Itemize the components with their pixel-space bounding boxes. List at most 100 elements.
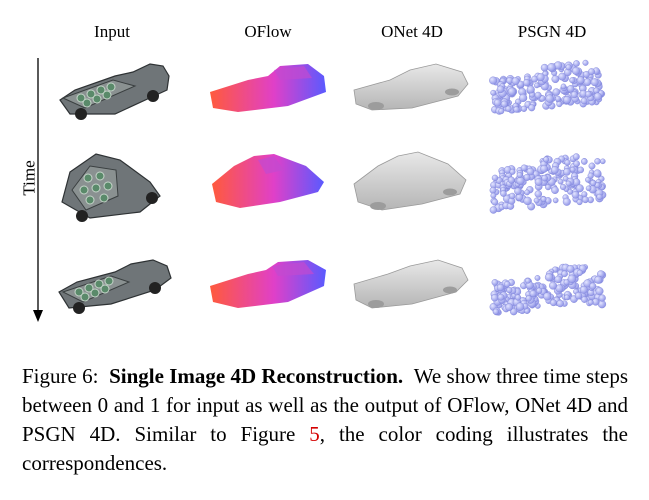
psgn-point: [583, 78, 592, 87]
psgn-point: [589, 282, 597, 290]
psgn-point: [560, 83, 567, 90]
psgn-point: [491, 174, 499, 182]
psgn-point: [562, 197, 571, 206]
psgn-point: [523, 196, 532, 206]
psgn-point: [492, 308, 500, 315]
input-car-row2: [61, 153, 161, 222]
psgn-point: [549, 281, 558, 290]
psgn-point: [491, 279, 499, 286]
onet4d-car-row3: [353, 259, 469, 309]
psgn-point: [498, 108, 505, 115]
column-header-input: Input: [94, 22, 130, 41]
psgn-point: [595, 287, 604, 296]
psgn-point: [571, 66, 580, 75]
psgn-point: [491, 294, 499, 302]
psgn-point: [528, 104, 536, 112]
psgn-point: [490, 192, 497, 199]
psgn-point: [526, 85, 535, 94]
psgn-point: [567, 188, 573, 195]
psgn-point: [497, 293, 505, 301]
psgn-point: [536, 287, 543, 294]
psgn-point: [489, 186, 497, 194]
psgn-point: [587, 299, 594, 306]
oflow-car-row1: [210, 64, 326, 112]
psgn-point: [551, 75, 560, 84]
psgn-point: [489, 76, 498, 85]
psgn-point: [543, 292, 552, 301]
psgn-point: [564, 159, 571, 166]
psgn-point: [569, 77, 576, 84]
psgn-point: [520, 164, 528, 172]
psgn-point: [506, 287, 513, 294]
psgn-point: [577, 166, 585, 174]
psgn4d-points-row1: [489, 59, 606, 115]
psgn-point: [543, 156, 550, 163]
psgn-point: [534, 91, 542, 99]
psgn-point: [547, 63, 556, 72]
psgn-point: [518, 93, 528, 103]
onet4d-car-row1: [353, 63, 469, 111]
input-car-row3: [58, 259, 172, 314]
psgn-point: [551, 186, 559, 194]
psgn-point: [505, 105, 512, 113]
psgn-point: [565, 180, 572, 187]
psgn-point: [515, 302, 525, 311]
psgn-point: [590, 78, 599, 87]
psgn-point: [534, 190, 542, 198]
psgn-point: [507, 176, 515, 184]
psgn-point: [513, 106, 520, 113]
psgn-point: [593, 92, 602, 101]
figure-caption: Figure 6: Single Image 4D Reconstruction…: [22, 362, 628, 478]
psgn-point: [507, 87, 517, 96]
psgn-point: [587, 172, 594, 179]
psgn-point: [561, 270, 568, 278]
figure-ref-link[interactable]: 5: [309, 422, 320, 446]
psgn-point: [500, 100, 508, 108]
figure-graphics: [33, 58, 607, 322]
psgn-point: [550, 166, 559, 174]
psgn-point: [525, 295, 532, 302]
psgn-point: [559, 183, 567, 191]
psgn-point: [552, 197, 559, 204]
input-car-row1: [59, 63, 170, 120]
psgn-point: [585, 90, 592, 98]
psgn-point: [536, 73, 545, 82]
psgn-point: [524, 189, 530, 196]
psgn-point: [505, 303, 513, 312]
psgn-point: [534, 178, 543, 186]
psgn-point: [541, 174, 548, 182]
psgn-point: [567, 85, 575, 93]
figure-6: Input OFlow ONet 4D PSGN 4D Time: [20, 22, 607, 322]
psgn-point: [533, 197, 540, 204]
psgn-point: [504, 281, 511, 288]
psgn-point: [516, 171, 523, 178]
psgn-point: [593, 169, 602, 178]
psgn-point: [509, 192, 516, 200]
psgn-point: [582, 196, 589, 204]
oflow-car-row3: [210, 260, 326, 308]
psgn-point: [600, 158, 606, 165]
psgn-point: [522, 79, 531, 87]
psgn-point: [514, 187, 522, 195]
psgn-point: [556, 101, 563, 108]
column-header-oflow: OFlow: [244, 22, 292, 41]
caption-title: Single Image 4D Reconstruction.: [109, 364, 404, 388]
psgn-point: [563, 168, 571, 176]
psgn-point: [534, 275, 541, 281]
caption-body-2: , the color coding illustrates the corre…: [22, 422, 628, 475]
psgn4d-points-row2: [489, 153, 607, 214]
psgn-point: [585, 185, 592, 192]
psgn-point: [545, 184, 552, 191]
psgn-point: [580, 97, 588, 105]
psgn-point: [534, 82, 540, 89]
psgn-point: [566, 264, 575, 273]
caption-body-1: We show three time steps between 0 and 1…: [22, 364, 629, 446]
psgn-point: [525, 277, 531, 284]
psgn-point: [563, 95, 572, 104]
psgn-point: [554, 275, 563, 284]
psgn-point: [565, 64, 572, 71]
psgn4d-points-row3: [489, 263, 607, 316]
oflow-car-row2: [212, 154, 324, 208]
onet4d-car-row2: [353, 151, 467, 211]
psgn-point: [564, 294, 570, 301]
